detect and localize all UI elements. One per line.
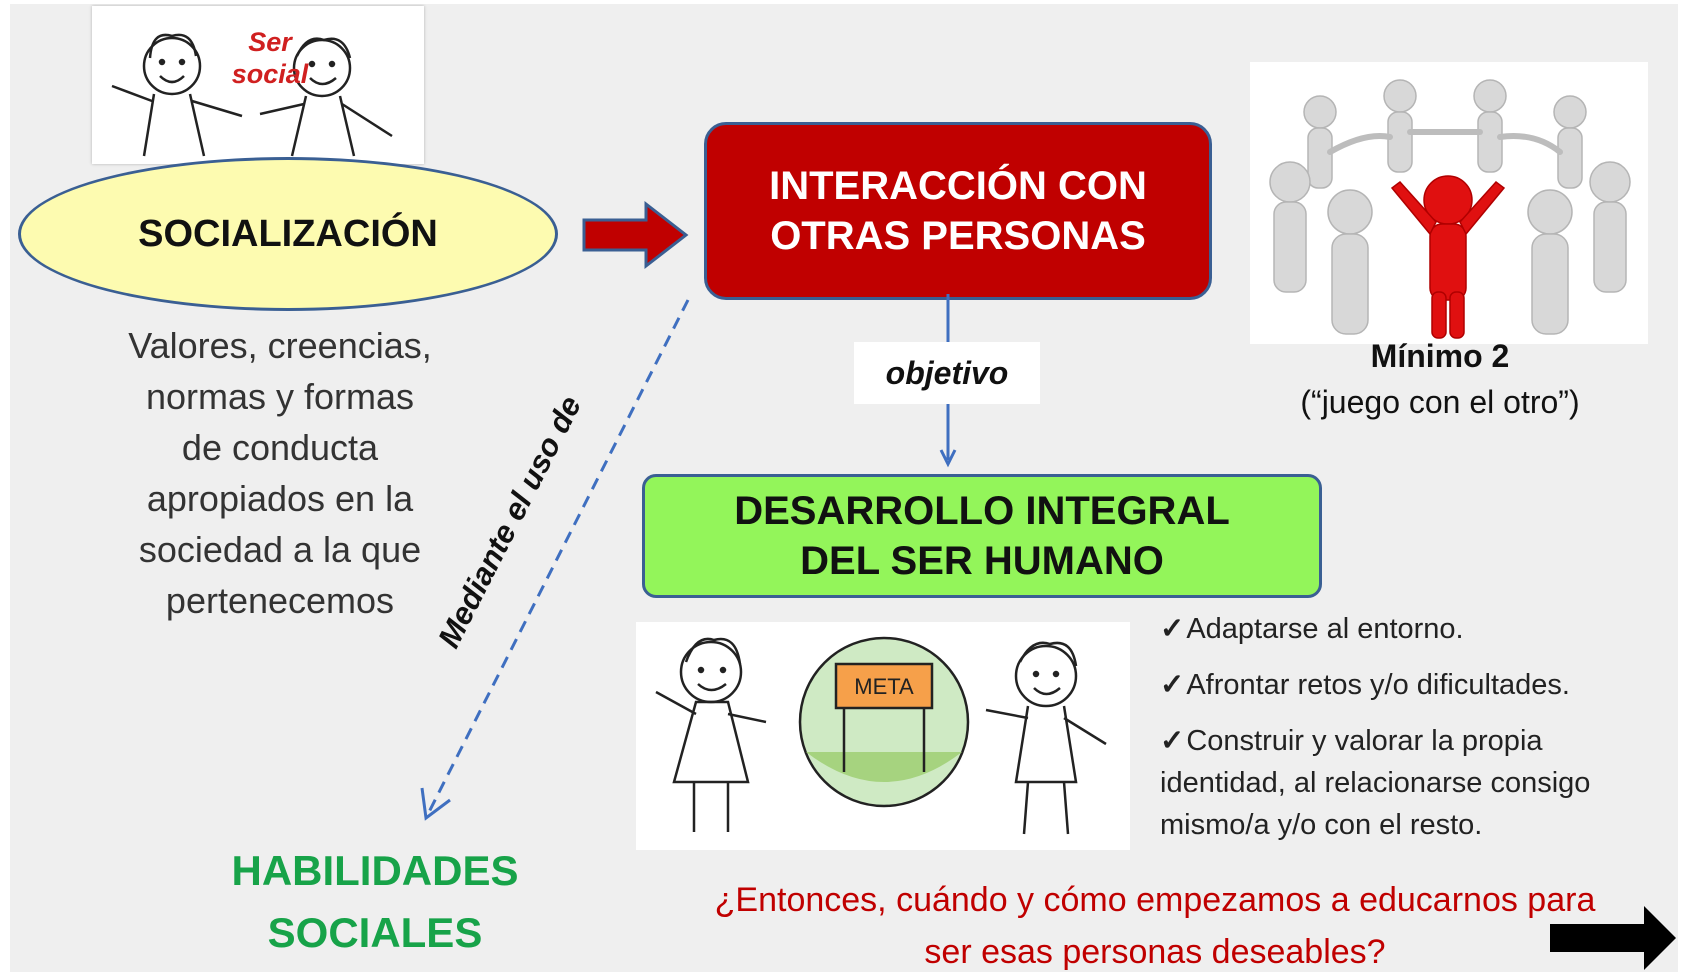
valores-line: normas y formas [145,376,415,417]
next-slide-arrow[interactable] [1548,904,1678,972]
interaccion-line1: INTERACCIÓN CON [769,164,1147,208]
desarrollo-node: DESARROLLO INTEGRAL DEL SER HUMANO [642,474,1322,598]
ser-social-line1: Ser [248,27,292,57]
people-circle-image [1250,62,1648,344]
benefit-text: Afrontar retos y/o dificultades. [1186,669,1570,701]
interaccion-node: INTERACCIÓN CON OTRAS PERSONAS [704,122,1212,300]
habilidades-sociales-node: HABILIDADES SOCIALES [200,840,550,964]
check-icon: ✓ [1160,669,1185,701]
benefits-list: ✓Adaptarse al entorno. ✓Afrontar retos y… [1160,608,1660,860]
desarrollo-line2: DEL SER HUMANO [800,539,1164,583]
arrow-right-icon [1550,906,1676,970]
people-circle-icon [1269,79,1631,339]
benefit-text: Adaptarse al entorno. [1186,613,1464,645]
ser-social-label: Ser social [215,26,325,90]
valores-text: Valores, creencias, normas y formas de c… [60,320,500,626]
objetivo-connector [939,294,957,468]
closing-question: ¿Entonces, cuándo y cómo empezamos a edu… [660,874,1650,972]
meta-illustration: META [636,622,1130,850]
socializacion-node: SOCIALIZACIÓN [18,157,558,311]
habilidades-line2: SOCIALES [267,909,483,956]
valores-line: apropiados en la [146,478,414,519]
dashed-arrow [420,299,690,821]
valores-line: Valores, creencias, [128,325,432,366]
list-item: ✓Afrontar retos y/o dificultades. [1160,664,1660,706]
question-line2: ser esas personas deseables? [924,933,1386,971]
list-item: ✓Adaptarse al entorno. [1160,608,1660,650]
interaccion-line2: OTRAS PERSONAS [770,214,1146,258]
kids-drawing-icon: META [655,636,1107,835]
slide: Ser social SOCIALIZACIÓN Valores, creenc… [10,4,1678,972]
objetivo-label: objetivo [885,354,1009,391]
ser-social-line2: social [231,59,309,89]
benefit-text: Construir y valorar la propia identidad,… [1160,725,1591,841]
habilidades-line1: HABILIDADES [231,847,519,894]
valores-line: de conducta [181,427,379,468]
desarrollo-line1: DESARROLLO INTEGRAL [734,489,1230,533]
minimo-subtitle: (“juego con el otro”) [1300,384,1580,420]
socializacion-label: SOCIALIZACIÓN [138,212,438,255]
question-line1: ¿Entonces, cuándo y cómo empezamos a edu… [714,881,1596,919]
valores-line: sociedad a la que [138,529,422,570]
check-icon: ✓ [1160,613,1185,645]
minimo-title: Mínimo 2 [1370,338,1510,374]
objetivo-label-box: objetivo [854,342,1040,404]
valores-line: pertenecemos [165,580,395,621]
list-item: ✓Construir y valorar la propia identidad… [1160,720,1660,846]
meta-sign-label: META [854,674,914,699]
ser-social-card [92,6,424,164]
check-icon: ✓ [1160,725,1185,757]
kids-drawing-icon [111,33,393,157]
arrow-right-icon [582,200,689,270]
